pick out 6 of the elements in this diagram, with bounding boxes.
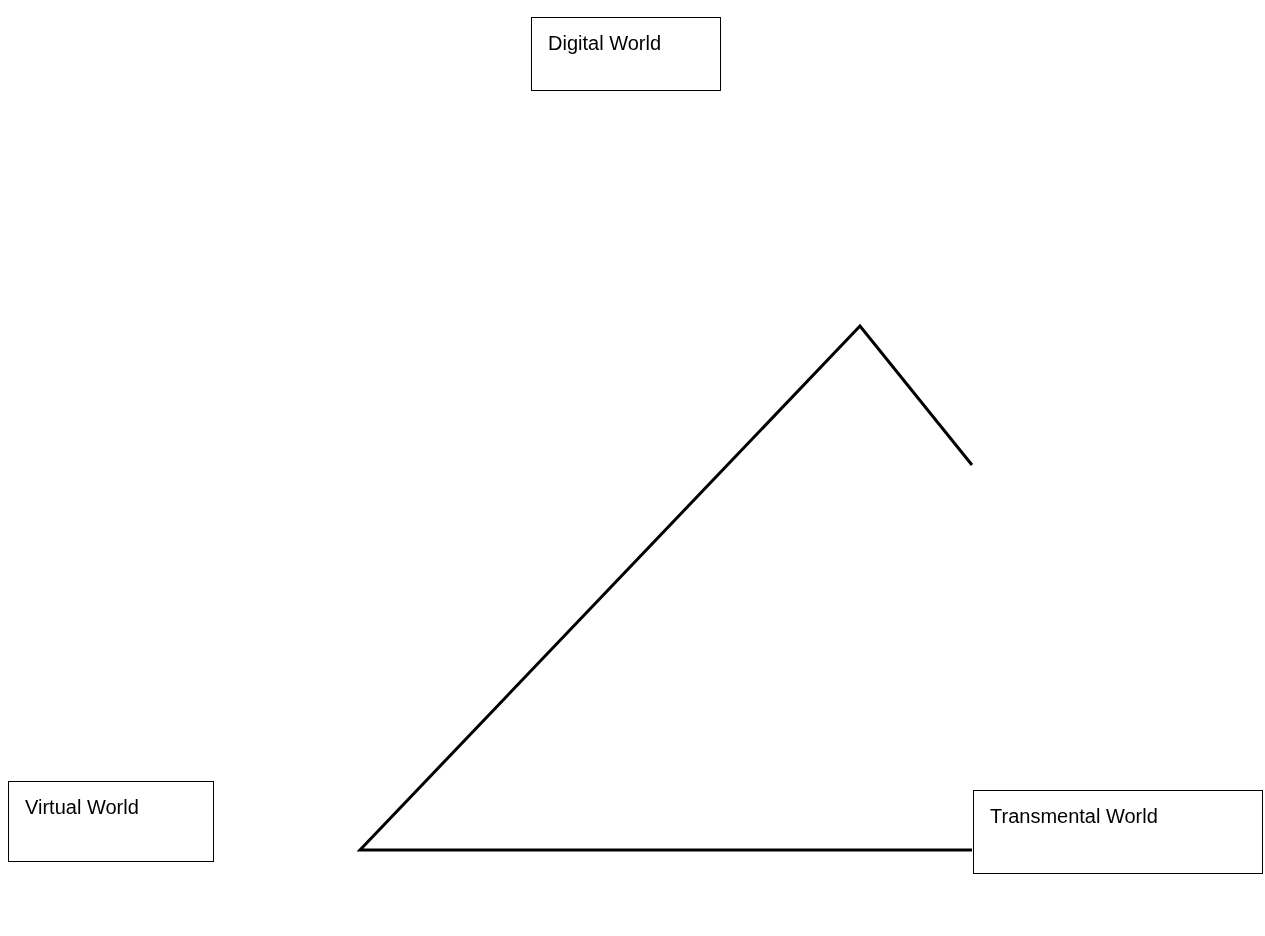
text-box bbox=[8, 781, 214, 862]
text-box bbox=[531, 17, 721, 91]
box-label: Virtual World bbox=[25, 796, 139, 819]
box-label: Transmental World bbox=[990, 805, 1158, 828]
box-label: Digital World bbox=[548, 32, 661, 55]
text-box bbox=[973, 790, 1263, 874]
